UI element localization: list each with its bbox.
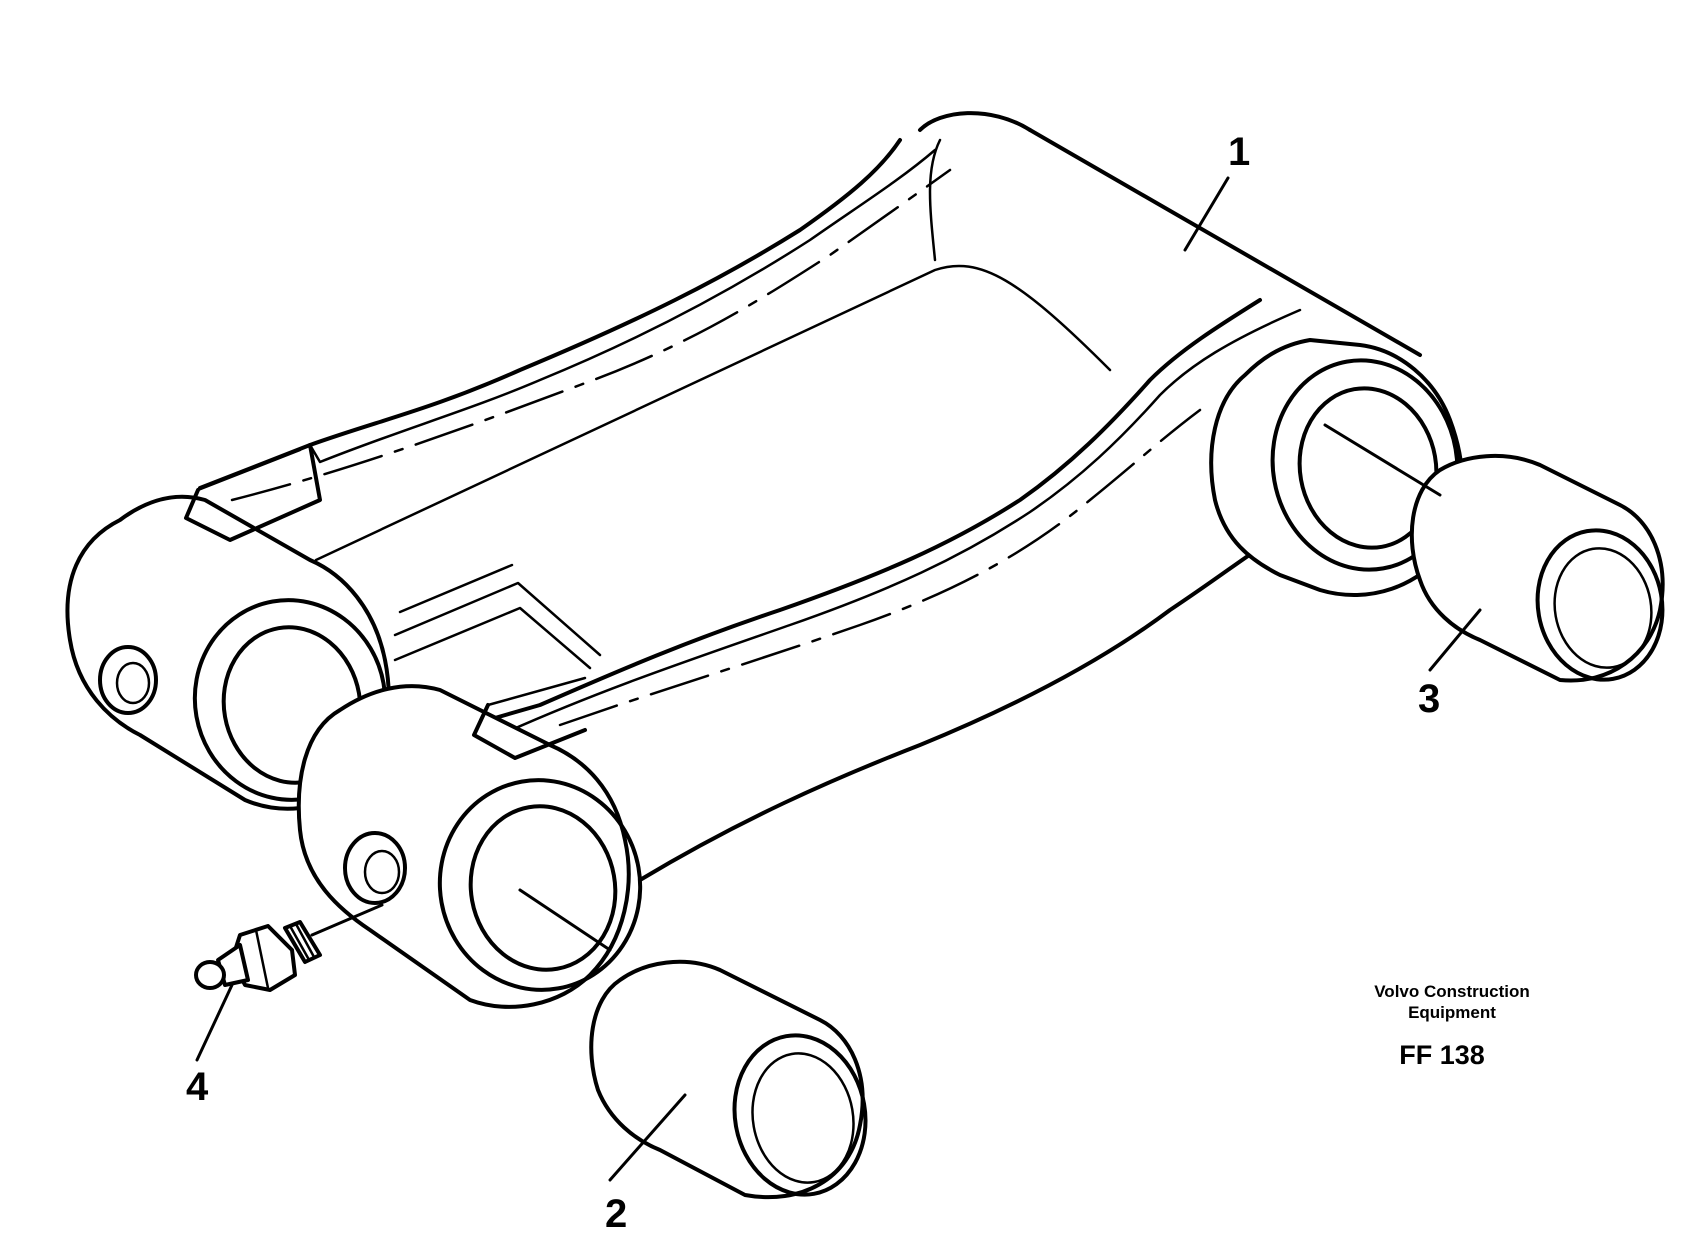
grease-nipple	[194, 920, 322, 992]
maker-name-line1: Volvo Construction	[1374, 982, 1530, 1001]
callout-4: 4	[186, 1065, 209, 1109]
bushing-front	[589, 959, 868, 1200]
caption-block: Volvo Construction Equipment FF 138	[1374, 982, 1530, 1070]
figure-number: FF 138	[1399, 1040, 1485, 1070]
axis-line-front	[518, 888, 612, 952]
maker-name-line2: Equipment	[1408, 1003, 1496, 1022]
callout-3: 3	[1418, 677, 1440, 721]
callout-2: 2	[605, 1192, 627, 1236]
rear-boss	[1209, 338, 1465, 598]
front-lower-boss	[296, 676, 643, 1009]
leader-1	[1183, 176, 1230, 252]
axis-line-nipple	[310, 903, 384, 937]
link-upper-arm	[198, 111, 1422, 562]
leader-3	[1428, 608, 1482, 672]
axis-line-rear	[1323, 423, 1442, 497]
link-lower-arm	[393, 298, 1302, 882]
leader-2	[608, 1093, 687, 1182]
leader-4	[195, 983, 234, 1062]
leader-lines	[195, 176, 1482, 1182]
callouts: 1 2 3 4	[186, 130, 1440, 1236]
bushing-rear	[1409, 454, 1665, 683]
callout-1: 1	[1228, 130, 1250, 174]
